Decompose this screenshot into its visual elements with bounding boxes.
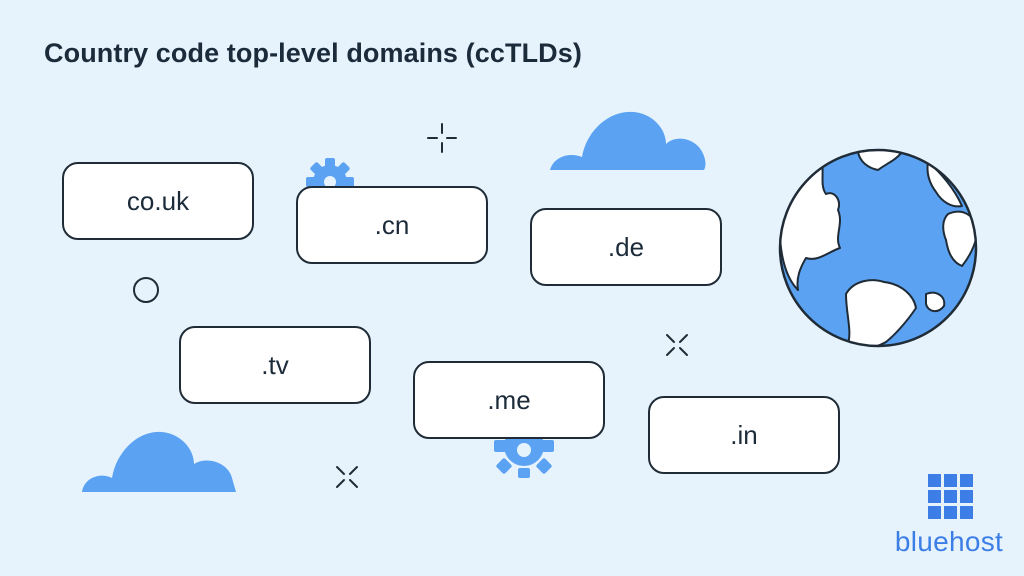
bluehost-logo-icon: [928, 474, 973, 519]
brand-logo: bluehost: [893, 474, 1005, 564]
sparkle-icon: [427, 123, 457, 153]
domain-label: .me: [487, 384, 531, 415]
domain-label: co.uk: [126, 185, 190, 216]
domain-label: .tv: [261, 349, 289, 380]
domain-card-de: .de: [530, 208, 722, 286]
domain-label: .de: [607, 231, 645, 262]
sparkle-icon: [336, 466, 358, 488]
brand-name: bluehost: [894, 526, 1004, 557]
cloud-icon: [550, 111, 706, 170]
domain-label: .in: [730, 419, 758, 450]
page-title: Country code top-level domains (ccTLDs): [44, 38, 582, 68]
domain-card-couk: co.uk: [62, 162, 254, 240]
cloud-icon: [82, 431, 236, 492]
domain-card-in: .in: [648, 396, 840, 474]
domain-label: .cn: [374, 209, 410, 240]
circle-icon: [133, 277, 159, 303]
domain-card-cn: .cn: [296, 186, 488, 264]
globe-icon: [778, 148, 978, 348]
sparkle-icon: [666, 334, 688, 356]
domain-card-me: .me: [413, 361, 605, 439]
domain-card-tv: .tv: [179, 326, 371, 404]
